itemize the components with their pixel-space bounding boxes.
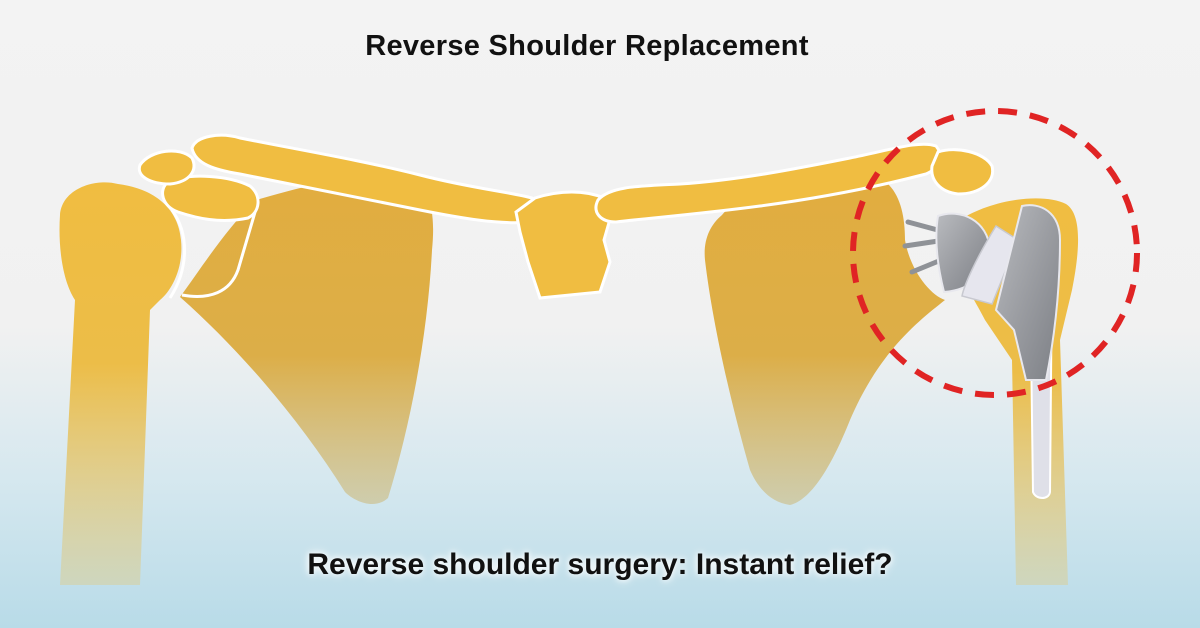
right-scapula <box>704 172 945 505</box>
right-acromion <box>930 148 995 196</box>
left-acromion <box>161 174 260 222</box>
left-humerus <box>59 182 182 585</box>
humeral-tray <box>994 204 1062 381</box>
diagram-title: Reverse Shoulder Replacement <box>365 30 809 62</box>
diagram-caption: Reverse shoulder surgery: Instant relief… <box>307 548 893 581</box>
right-shoulder-group <box>594 142 1079 585</box>
left-shoulder-group <box>59 133 540 585</box>
left-humeral-head-outline <box>168 209 186 299</box>
implant-highlight-circle <box>850 108 1140 398</box>
polyethylene-liner <box>961 224 1019 305</box>
left-scapula <box>180 174 434 505</box>
reverse-shoulder-implant <box>902 204 1062 499</box>
left-ac-joint-cap <box>137 149 196 186</box>
left-glenoid-outline <box>181 201 260 298</box>
